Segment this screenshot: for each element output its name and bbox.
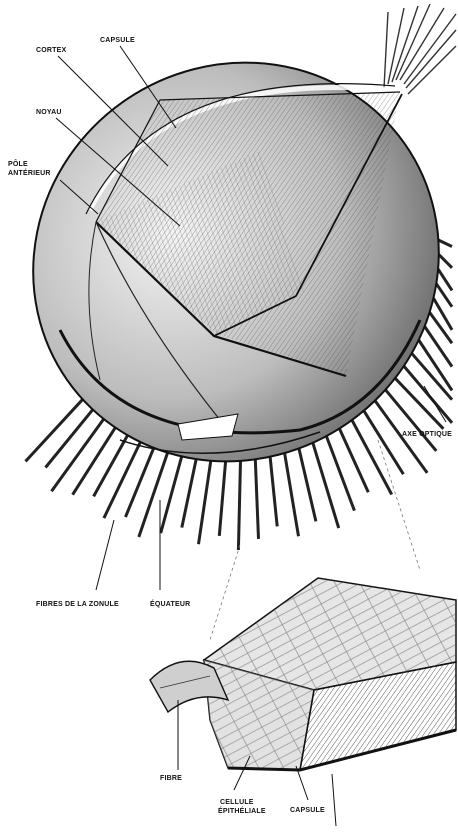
- zonule-fibre: [385, 390, 436, 451]
- zonule-fibre: [238, 461, 240, 550]
- label-cortex: CORTEX: [36, 47, 66, 54]
- label-axe-optique: AXE OPTIQUE: [402, 431, 452, 438]
- label-noyau: NOYAU: [36, 109, 62, 116]
- zonule-fibre: [439, 255, 452, 268]
- label-fibres-zonule: FIBRES DE LA ZONULE: [36, 601, 119, 608]
- label-pole-line1: PÔLE: [8, 159, 28, 168]
- zonule-fibre: [199, 461, 211, 545]
- zonule-fibre: [219, 461, 225, 536]
- label-cellule-line1: CELLULE: [220, 799, 254, 806]
- label-cellule-line2: ÉPITHÉLIALE: [218, 806, 266, 815]
- label-capsule-top: CAPSULE: [100, 37, 135, 44]
- zonule-fibre: [182, 459, 196, 527]
- zonule-fibre: [255, 459, 258, 539]
- zonule-fibre: [438, 240, 452, 247]
- upper-zonule-fibres: [384, 4, 456, 94]
- zonule-fibre: [285, 453, 299, 536]
- zonule-fibre: [352, 420, 392, 495]
- zonule-fibre: [94, 435, 128, 496]
- zonule-fibre: [104, 442, 140, 518]
- zonule-fibre: [299, 448, 316, 521]
- zonule-fibre: [425, 326, 452, 366]
- zonule-fibre: [46, 410, 93, 468]
- label-fibre: FIBRE: [160, 775, 182, 782]
- zonule-fibre: [270, 457, 277, 527]
- label-capsule-bottom: CAPSULE: [290, 807, 325, 814]
- label-equateur: ÉQUATEUR: [150, 599, 190, 608]
- label-pole-line2: ANTÉRIEUR: [8, 168, 51, 177]
- fibre-block-enlargement: [150, 578, 456, 770]
- zonule-fibre: [364, 411, 404, 475]
- zonule-fibre: [73, 428, 116, 495]
